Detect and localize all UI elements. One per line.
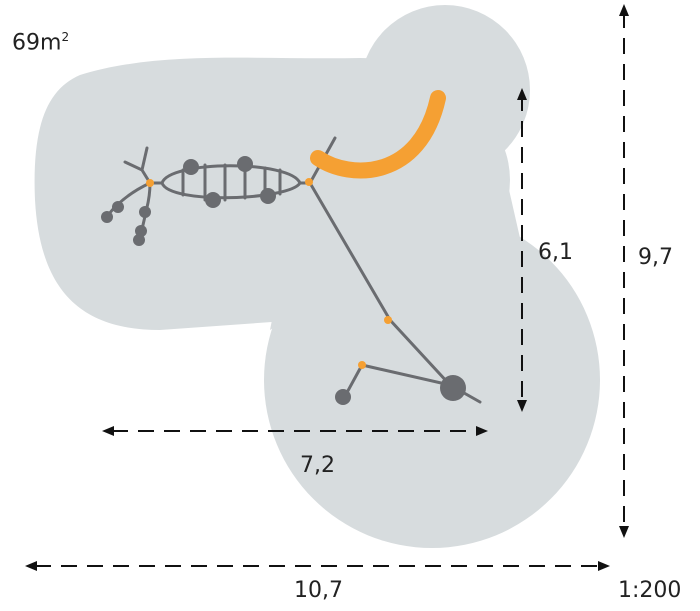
area-value: 69m <box>12 30 62 56</box>
connector-nodes <box>146 178 392 369</box>
scale-label: 1:200 <box>618 578 682 603</box>
curved-slide <box>310 90 446 179</box>
area-unit-superscript: 2 <box>61 30 70 44</box>
arrowheads <box>25 4 629 571</box>
outer-height-label: 9,7 <box>638 245 673 270</box>
inner-height-label: 6,1 <box>538 240 573 265</box>
outer-width-label: 10,7 <box>294 578 343 603</box>
equipment-posts <box>101 156 466 405</box>
safety-zone <box>34 5 600 548</box>
dimension-lines <box>35 12 625 567</box>
area-label: 69m2 <box>12 30 69 55</box>
inner-width-label: 7,2 <box>300 453 335 478</box>
